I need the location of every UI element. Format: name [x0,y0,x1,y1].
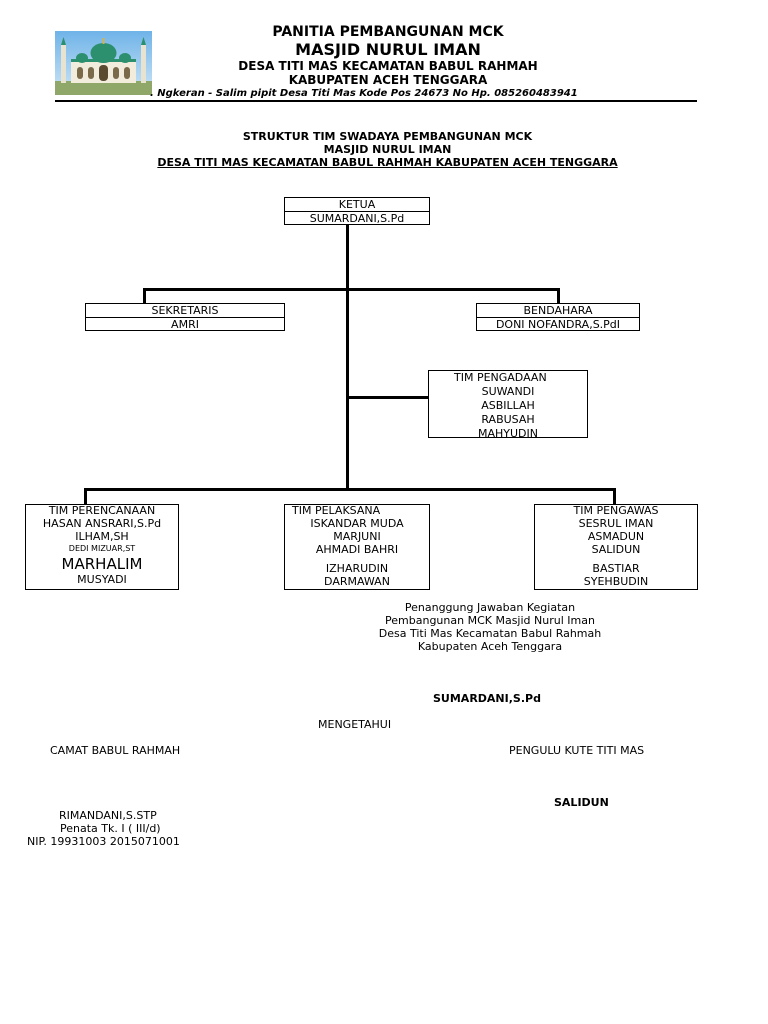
box-ketua: KETUA SUMARDANI,S.Pd [284,197,430,225]
responsible-line-1: Penanggung Jawaban Kegiatan [404,601,576,614]
bendahara-name: DONI NOFANDRA,S.PdI [495,318,621,331]
pelaksana-member: IZHARUDIN [325,562,389,575]
responsible-line-3: Desa Titi Mas Kecamatan Babul Rahmah [378,627,602,640]
camat-name: RIMANDANI,S.STP [59,809,157,822]
pengadaan-member: MAHYUDIN [477,427,538,440]
header-address: . Ngkeran - Salim pipit Desa Titi Mas Ko… [150,88,578,99]
pengadaan-member: ASBILLAH [481,399,535,412]
pengawas-role: TIM PENGAWAS [573,504,659,517]
sekretaris-name: AMRI [171,318,199,331]
box-tim-pengawas: TIM PENGAWAS SESRUL IMAN ASMADUN SALIDUN… [534,504,698,590]
connector-pengawas [613,488,616,505]
pelaksana-member: MARJUNI [333,530,381,543]
title-line-3: DESA TITI MAS KECAMATAN BABUL RAHMAH KAB… [157,156,618,169]
ketua-name: SUMARDANI,S.Pd [309,212,405,225]
pengawas-member: SALIDUN [591,543,641,556]
box-bendahara: BENDAHARA DONI NOFANDRA,S.PdI [476,303,640,331]
connector-perencanaan [84,488,87,505]
perencanaan-member: DEDI MIZUAR,ST [68,544,136,553]
camat-title: CAMAT BABUL RAHMAH [50,744,181,757]
pengadaan-role: TIM PENGADAAN [454,371,547,384]
title-line-1: STRUKTUR TIM SWADAYA PEMBANGUNAN MCK [242,130,533,143]
perencanaan-member: ILHAM,SH [75,530,129,543]
pengawas-member: BASTIAR [592,562,640,575]
connector-level-2 [145,288,560,291]
mengetahui-label: MENGETAHUI [318,718,392,731]
pengawas-member: ASMADUN [587,530,645,543]
header-line-2: MASJID NURUL IMAN [295,40,481,59]
responsible-name: SUMARDANI,S.Pd [433,692,541,705]
perencanaan-member: MUSYADI [77,573,127,586]
ketua-role: KETUA [338,198,376,211]
responsible-line-4: Kabupaten Aceh Tenggara [417,640,563,653]
connector-pengadaan [346,396,429,399]
box-tim-pengadaan: TIM PENGADAAN SUWANDI ASBILLAH RABUSAH M… [428,370,588,440]
pelaksana-member: ISKANDAR MUDA [310,517,404,530]
header-line-1: PANITIA PEMBANGUNAN MCK [272,24,504,40]
perencanaan-role: TIM PERENCANAAN [48,504,156,517]
pengadaan-member: RABUSAH [481,413,535,426]
responsible-line-2: Pembangunan MCK Masjid Nurul Iman [385,614,595,627]
header-line-3: DESA TITI MAS KECAMATAN BABUL RAHMAH [238,59,538,73]
connector-main [346,224,349,490]
pengawas-member: SESRUL IMAN [578,517,654,530]
camat-rank: Penata Tk. I ( III/d) [60,822,161,835]
pelaksana-member: AHMADI BAHRI [315,543,399,556]
mosque-logo [55,31,152,95]
perencanaan-member: MARHALIM [61,555,143,573]
title-line-2: MASJID NURUL IMAN [323,143,452,156]
pengadaan-member: SUWANDI [481,385,535,398]
sekretaris-role: SEKRETARIS [151,304,219,317]
pengulu-name: SALIDUN [554,796,609,809]
connector-bendahara [557,288,560,304]
bendahara-role: BENDAHARA [523,304,593,317]
perencanaan-member: HASAN ANSRARI,S.Pd [42,517,162,530]
pengawas-member: SYEHBUDIN [583,575,649,588]
camat-nip: NIP. 19931003 2015071001 [27,835,180,848]
header-rule [55,100,697,102]
box-tim-pelaksana: TIM PELAKSANA ISKANDAR MUDA MARJUNI AHMA… [284,504,430,590]
pelaksana-role: TIM PELAKSANA [292,504,381,517]
connector-sekretaris [143,288,146,304]
pengulu-title: PENGULU KUTE TITI MAS [509,744,645,757]
pelaksana-member: DARMAWAN [324,575,390,588]
box-sekretaris: SEKRETARIS AMRI [85,303,285,331]
header-line-4: KABUPATEN ACEH TENGGARA [288,73,488,87]
box-tim-perencanaan: TIM PERENCANAAN HASAN ANSRARI,S.Pd ILHAM… [25,504,179,590]
connector-level-4 [85,488,615,491]
